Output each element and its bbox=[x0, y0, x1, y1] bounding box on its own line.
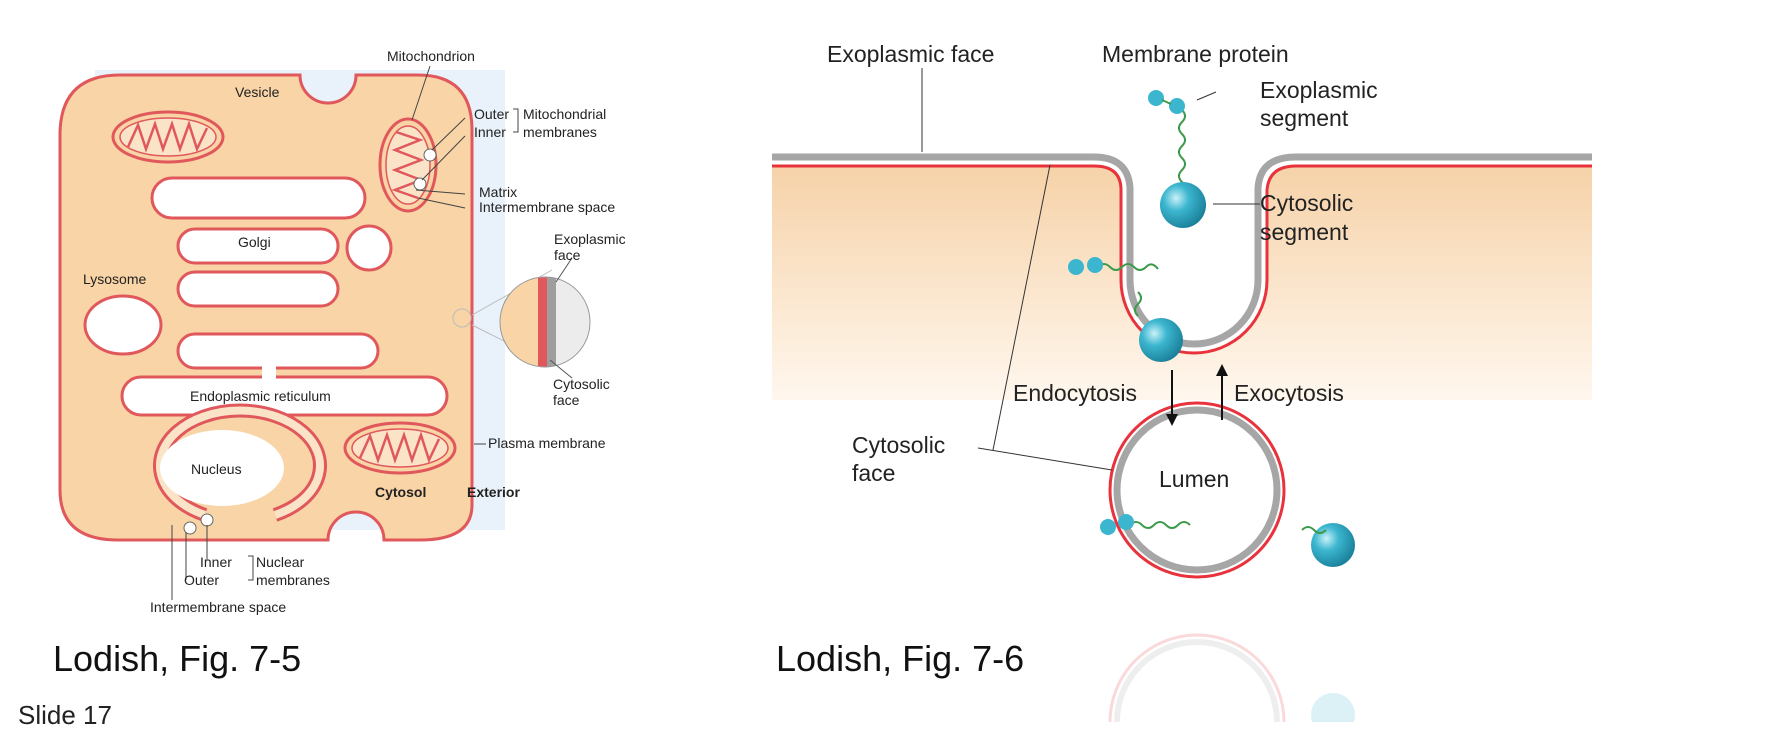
cytosolic-face-label-2: face bbox=[553, 392, 580, 408]
vesicle-small bbox=[345, 224, 393, 272]
cytosolic-face-label-2: face bbox=[852, 460, 895, 486]
cytosolic-segment-label-2: segment bbox=[1260, 219, 1349, 245]
plasma-membrane-red bbox=[772, 164, 1592, 355]
endoplasmic-reticulum-label: Endoplasmic reticulum bbox=[190, 388, 331, 404]
matrix-label: Matrix bbox=[479, 184, 517, 200]
nuclear-membranes-label-1: Nuclear bbox=[256, 554, 305, 570]
figure-7-6-caption: Lodish, Fig. 7-6 bbox=[776, 638, 1025, 679]
nucleus bbox=[153, 403, 327, 535]
exoplasmic-face-label-1: Exoplasmic bbox=[554, 231, 626, 247]
membrane-protein-invagination bbox=[1068, 257, 1183, 362]
intermembrane-space-label-top: Intermembrane space bbox=[479, 199, 615, 215]
figure-7-5: Vesicle Mitochondrion Outer Inner Mitoch… bbox=[0, 0, 700, 645]
mito-membranes-label-1: Mitochondrial bbox=[523, 106, 606, 122]
membrane-protein-lumen bbox=[1100, 514, 1355, 567]
nuclear-outer-label: Outer bbox=[184, 572, 219, 588]
nuclear-inner-label: Inner bbox=[200, 554, 232, 570]
exoplasmic-face-label-2: face bbox=[554, 247, 581, 263]
endocytosis-arrow bbox=[1166, 370, 1178, 426]
nuclear-membranes-label-2: membranes bbox=[256, 572, 330, 588]
endocytosis-label: Endocytosis bbox=[1013, 380, 1137, 406]
membrane-protein-label: Membrane protein bbox=[1102, 41, 1289, 67]
figure-7-5-caption: Lodish, Fig. 7-5 bbox=[53, 638, 302, 679]
cytosolic-segment-label-1: Cytosolic bbox=[1260, 190, 1353, 216]
exocytosis-arrow bbox=[1216, 364, 1228, 420]
outer-label: Outer bbox=[474, 106, 509, 122]
vesicle-label: Vesicle bbox=[235, 84, 280, 100]
exoplasmic-segment-label-2: segment bbox=[1260, 105, 1349, 131]
plasma-membrane-gray bbox=[772, 153, 1592, 348]
golgi-label: Golgi bbox=[238, 234, 271, 250]
lysosome-label: Lysosome bbox=[83, 271, 147, 287]
mitochondrion-top-left bbox=[111, 110, 225, 164]
plasma-membrane-label: Plasma membrane bbox=[488, 435, 606, 451]
mito-membranes-label-2: membranes bbox=[523, 124, 597, 140]
intermembrane-space-label-bottom: Intermembrane space bbox=[150, 599, 286, 615]
exoplasmic-face-label: Exoplasmic face bbox=[827, 41, 994, 67]
cytosol-region bbox=[772, 165, 1592, 400]
nucleus-label: Nucleus bbox=[191, 461, 242, 477]
mitochondrion-bottom-right bbox=[343, 421, 457, 475]
cytosol-label: Cytosol bbox=[375, 484, 426, 500]
exoplasmic-segment-label-1: Exoplasmic bbox=[1260, 77, 1378, 103]
slide-number: Slide 17 bbox=[18, 700, 112, 730]
membrane-protein-surface bbox=[1148, 90, 1206, 228]
inner-label: Inner bbox=[474, 124, 506, 140]
lumen-vesicle bbox=[1108, 401, 1286, 579]
exterior-label: Exterior bbox=[467, 484, 520, 500]
golgi-stack bbox=[150, 176, 367, 308]
fig6-leader-lines bbox=[921, 68, 1260, 471]
endoplasmic-reticulum bbox=[120, 332, 449, 417]
endocytosis-exocytosis-diagram: Exoplasmic face Membrane protein Exoplas… bbox=[772, 41, 1592, 731]
cytosolic-face-label-1: Cytosolic bbox=[852, 432, 945, 458]
cytosolic-face-label-1: Cytosolic bbox=[553, 376, 610, 392]
exocytosis-label: Exocytosis bbox=[1234, 380, 1344, 406]
faded-reflection bbox=[1108, 633, 1355, 731]
lysosome bbox=[83, 294, 163, 356]
leader-lines bbox=[171, 65, 519, 600]
lumen-label: Lumen bbox=[1159, 466, 1229, 492]
figure-7-6: Exoplasmic face Membrane protein Exoplas… bbox=[760, 0, 1769, 731]
cell-organelles-diagram: Vesicle Mitochondrion Outer Inner Mitoch… bbox=[58, 48, 626, 615]
mitochondrion-right bbox=[378, 117, 438, 213]
mitochondrion-label: Mitochondrion bbox=[387, 48, 475, 64]
